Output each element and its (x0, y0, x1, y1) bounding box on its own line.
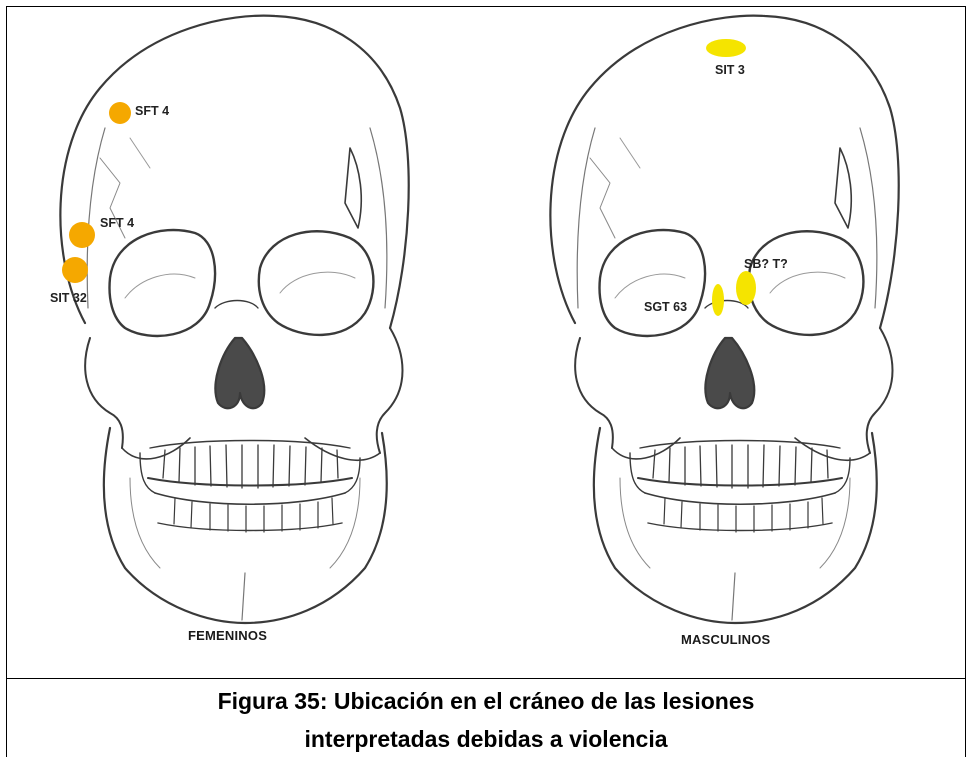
lesion-marker-sb-t (736, 271, 756, 305)
lesion-label-sft4-frontal: SFT 4 (135, 104, 169, 118)
lesion-marker-sgt63 (712, 284, 724, 316)
panel-label-femeninos: FEMENINOS (188, 628, 267, 643)
panel-label-masculinos: MASCULINOS (681, 632, 770, 647)
skull-panel-masculinos: SIT 3 SB? T? SGT 63 (520, 8, 950, 676)
lesion-label-sb-t: SB? T? (744, 257, 788, 271)
lesion-label-sit3: SIT 3 (715, 63, 745, 77)
lesion-marker-sit3 (706, 39, 746, 57)
skull-drawing-masculinos: SIT 3 SB? T? SGT 63 (520, 8, 950, 676)
skull-panel-femeninos: SFT 4 SFT 4 SIT 32 (30, 8, 460, 676)
figure-caption-line2: interpretadas debidas a violencia (6, 726, 966, 753)
figure-caption-line1: Figura 35: Ubicación en el cráneo de las… (6, 688, 966, 715)
lesion-marker-sft4-orbital (69, 222, 95, 248)
lesion-marker-sft4-frontal (109, 102, 131, 124)
caption-divider (6, 678, 966, 679)
skull-drawing-femeninos: SFT 4 SFT 4 SIT 32 (30, 8, 460, 676)
lesion-label-sit32: SIT 32 (50, 291, 87, 305)
lesion-label-sft4-orbital: SFT 4 (100, 216, 134, 230)
lesion-marker-sit32 (62, 257, 88, 283)
lesion-label-sgt63: SGT 63 (644, 300, 687, 314)
